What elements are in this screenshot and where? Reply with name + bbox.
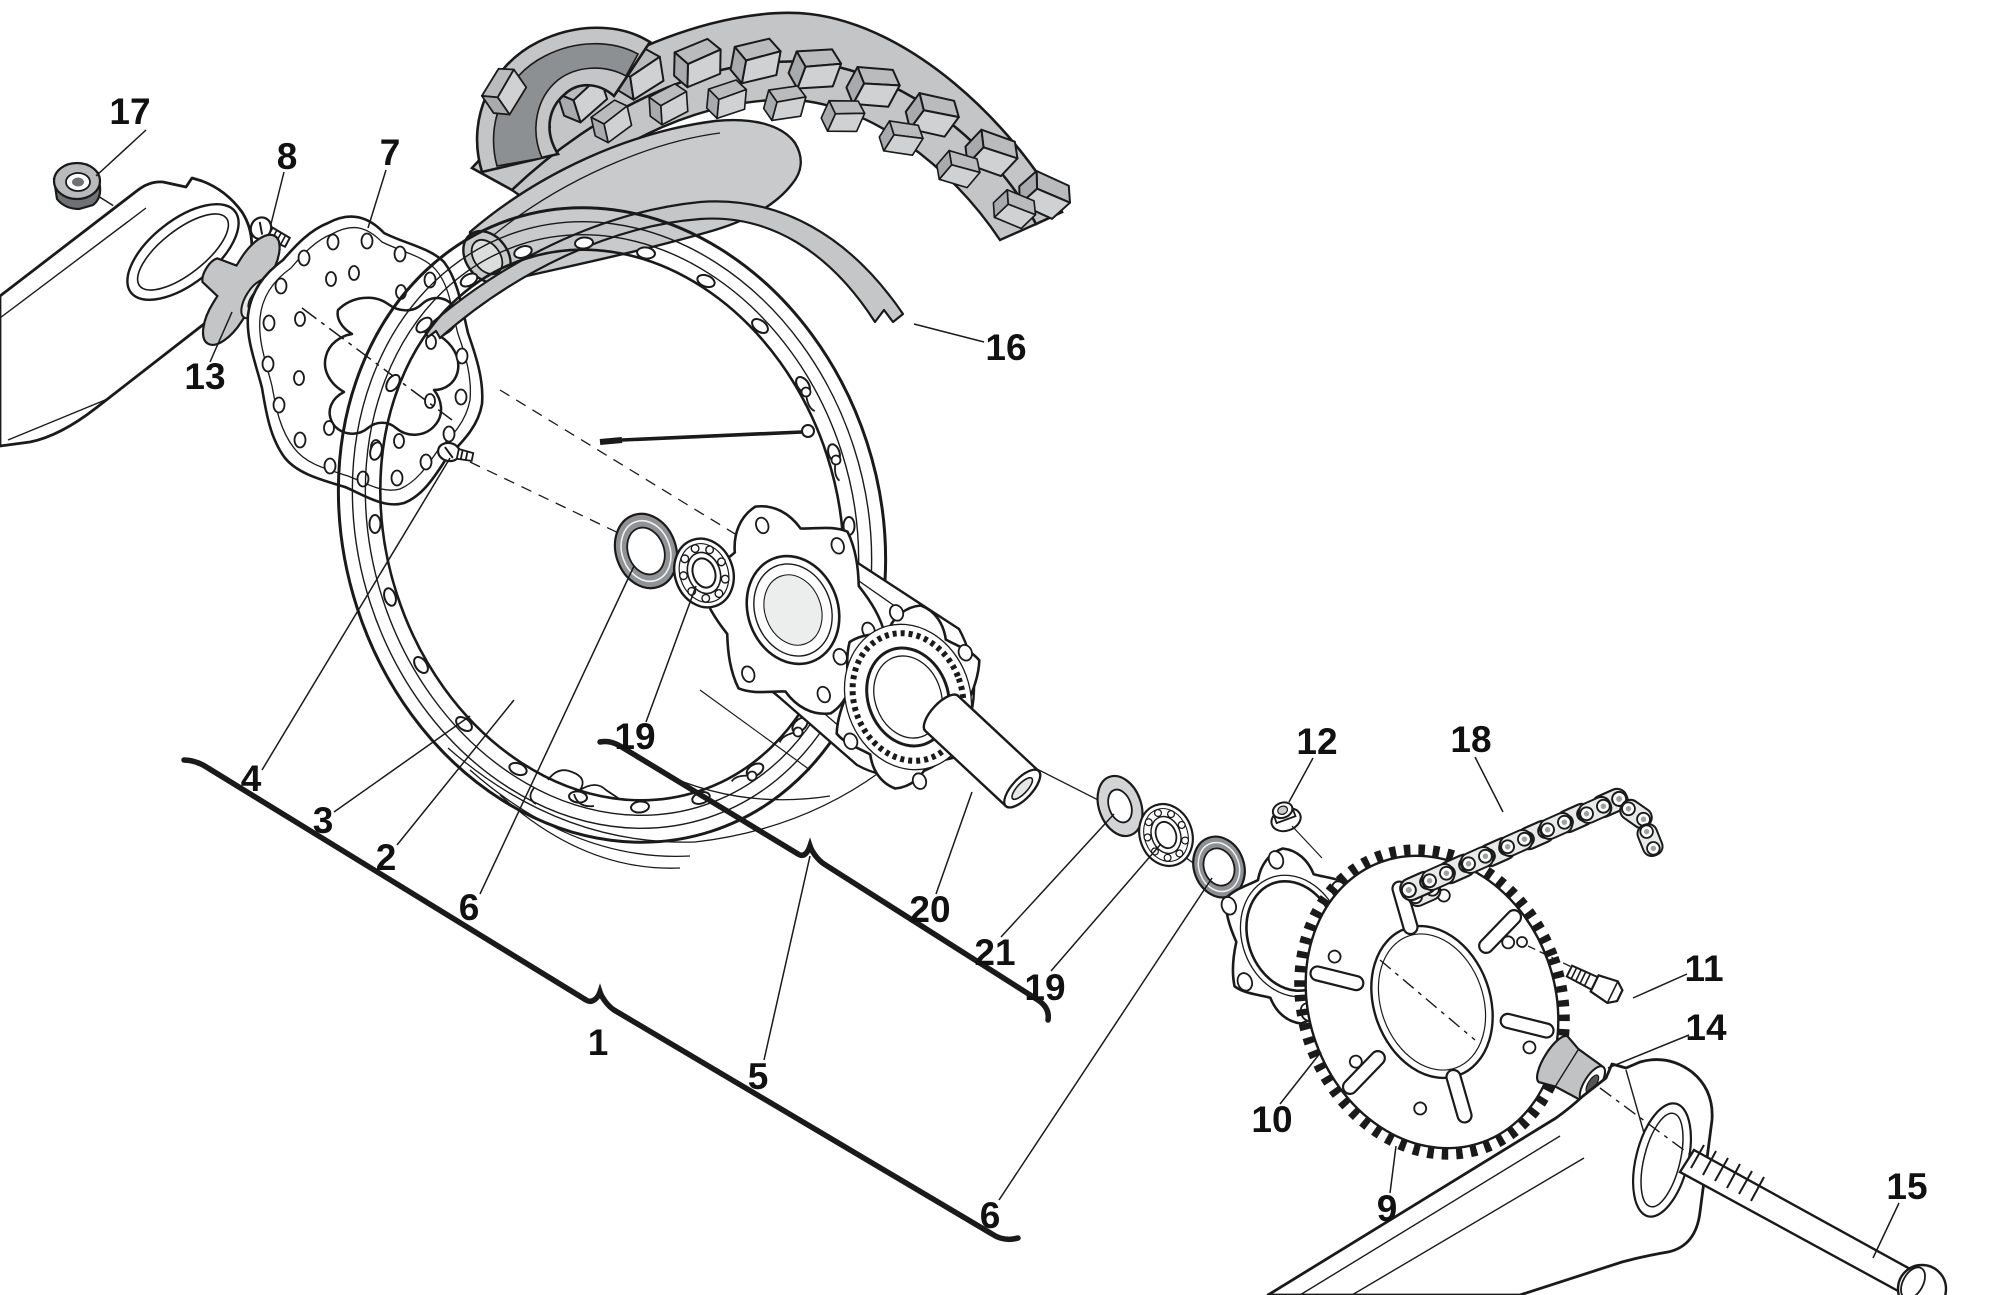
- callout-9: 9: [1377, 1188, 1398, 1229]
- callout-12: 12: [1296, 721, 1337, 762]
- seal-left: [613, 512, 679, 590]
- callout-20: 20: [909, 889, 950, 930]
- spoke-nipple: [436, 441, 475, 463]
- bracket-wheel-assembly: [181, 757, 1021, 1243]
- carrier-nut: [1270, 801, 1302, 833]
- spacer-tube: [922, 693, 1042, 809]
- tire: [469, 11, 1079, 242]
- brake-disc: [246, 215, 484, 506]
- callout-19b: 19: [1024, 967, 1065, 1008]
- spoke: [599, 424, 815, 445]
- axle-nut: [52, 161, 102, 211]
- rear-axle: [1599, 1087, 1948, 1295]
- callout-13: 13: [184, 356, 225, 397]
- callout-4: 4: [241, 758, 262, 799]
- bearing-right: [1135, 801, 1196, 867]
- sprocket-bolt: [1565, 964, 1624, 1005]
- callout-14: 14: [1685, 1007, 1727, 1048]
- seal-right: [1192, 835, 1246, 899]
- callout-19a: 19: [614, 716, 655, 757]
- callout-8: 8: [277, 136, 298, 177]
- rear-sprocket: [1294, 844, 1583, 1160]
- right-swingarm-end: [1266, 1058, 1714, 1295]
- bearing-left: [670, 536, 737, 609]
- callout-17: 17: [109, 91, 150, 132]
- callout-7: 7: [380, 132, 401, 173]
- callout-11: 11: [1684, 948, 1723, 989]
- callout-10: 10: [1251, 1099, 1292, 1140]
- callout-21: 21: [974, 932, 1015, 973]
- callout-15: 15: [1886, 1166, 1927, 1207]
- callout-6b: 6: [980, 1195, 1001, 1236]
- callout-labels: 17 8 7 13 16 4 3 2 6 19 1 5 20 21 19 6 1…: [109, 91, 1927, 1236]
- rim-band: [422, 200, 905, 340]
- left-swingarm-end: [0, 176, 254, 448]
- callout-3: 3: [313, 800, 334, 841]
- washer: [1096, 774, 1144, 838]
- callout-16: 16: [985, 327, 1026, 368]
- nut-stud-line: [1291, 825, 1323, 859]
- callout-1: 1: [588, 1022, 609, 1063]
- callout-6a: 6: [459, 887, 480, 928]
- callout-5: 5: [748, 1056, 769, 1097]
- callout-2: 2: [376, 837, 397, 878]
- callout-18: 18: [1450, 719, 1491, 760]
- bracket-hub-assembly: [597, 738, 1052, 1023]
- leader-lines: [95, 129, 1900, 1259]
